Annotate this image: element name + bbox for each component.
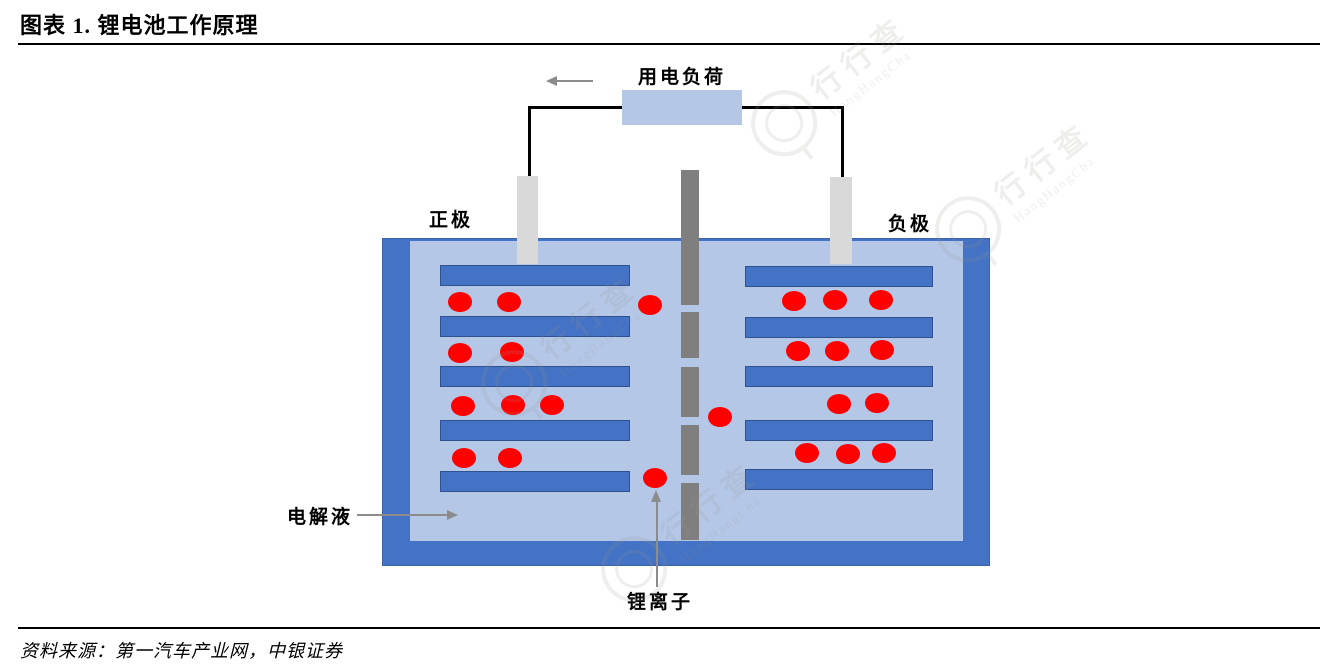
arrow-up-icon [651,490,661,502]
lithium-ion-dot [448,343,472,363]
wire-left-horizontal [528,106,622,109]
separator-segment [681,367,699,417]
separator-segment [681,483,699,540]
lithium-ion-dot [870,340,894,360]
electrode-plate-left [440,366,630,387]
positive-electrode-label: 正极 [428,210,473,231]
page-title: 图表 1. 锂电池工作原理 [20,13,259,38]
lithium-ion-dot [501,395,525,415]
lithium-ion-dot [451,396,475,416]
electrode-plate-right [745,366,933,387]
electrode-plate-left [440,420,630,441]
load-box [622,90,742,125]
free-lithium-ion-dot [638,295,662,315]
lithium-ion-dot [795,443,819,463]
lithium-ion-dot [540,395,564,415]
source-text: 资料来源：第一汽车产业网，中银证券 [20,641,343,661]
lithium-ion-dot [782,291,806,311]
electrode-plate-right [745,469,933,490]
separator-segment [681,312,699,358]
negative-terminal [830,177,852,264]
load-label: 用电负荷 [637,67,726,88]
lithium-ion-dot [836,444,860,464]
arrow-right-icon [447,510,458,520]
electrode-plate-left [440,471,630,492]
wire-right-vertical [841,106,844,180]
lithium-ion-dot [448,292,472,312]
electrode-plate-right [745,266,933,287]
watermark-logo-icon [737,76,831,170]
source-rule [18,627,1320,629]
lithium-ion-dot [823,290,847,310]
lithium-ion-label: 锂离子 [626,592,693,613]
lithium-ion-dot [500,342,524,362]
positive-terminal [517,176,538,264]
electrode-plate-left [440,265,630,286]
lithium-ion-dot [872,443,896,463]
negative-electrode-label: 负极 [887,214,932,235]
lithium-ion-dot [869,290,893,310]
lithium-ion-dot [452,448,476,468]
lithium-ion-dot [827,394,851,414]
watermark-subtext: HangHangCha [1010,152,1099,226]
title-rule [18,43,1320,45]
free-lithium-ion-dot [643,468,667,488]
watermark-text: 行行查 [805,9,916,107]
separator-segment [681,170,699,305]
lithium-ion-dot [498,448,522,468]
lithium-ion-dot [786,341,810,361]
electrolyte-label: 电解液 [286,507,353,528]
lithium-ion-dot [865,393,889,413]
wire-left-vertical [528,106,531,178]
electrode-plate-right [745,420,933,441]
free-lithium-ion-dot [708,407,732,427]
lithium-ion-dot [497,292,521,312]
electrode-plate-left [440,316,630,337]
separator-segment [681,425,699,475]
wire-right-horizontal [742,106,844,109]
watermark-text: 行行查 [989,115,1100,213]
arrow-left-icon [546,76,557,86]
electrode-plate-right [745,317,933,338]
lithium-ion-dot [825,341,849,361]
